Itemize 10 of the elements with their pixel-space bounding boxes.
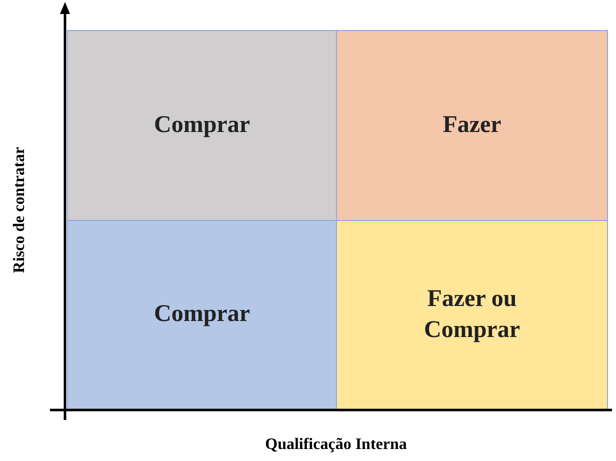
quadrant-box <box>67 220 337 410</box>
quadrant-box <box>336 220 608 410</box>
quadrant-box <box>67 30 337 221</box>
quadrant-label: Comprar <box>154 110 250 140</box>
quadrant-box <box>336 30 608 221</box>
quadrant-label: Fazer <box>442 110 502 140</box>
axis-label: Qualificação Interna <box>265 436 407 454</box>
quadrant-label: Fazer ou Comprar <box>423 284 521 345</box>
quadrant-label: Comprar <box>154 300 250 330</box>
axis-label: Risco de contratar <box>11 146 29 274</box>
